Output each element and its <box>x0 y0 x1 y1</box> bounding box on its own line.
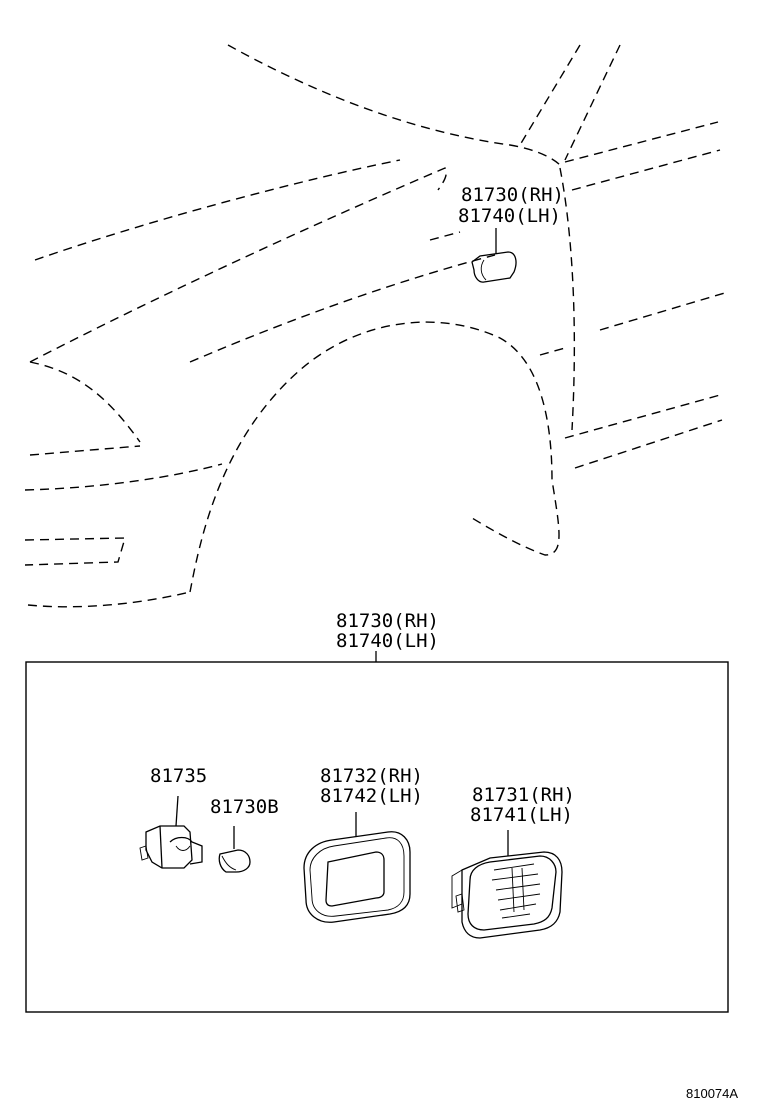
assembly-frame <box>25 661 729 1013</box>
illustration-code: 810074A <box>686 1086 738 1101</box>
socket-leader-line <box>175 795 179 827</box>
fender-callout-lh: 81740(LH) <box>458 205 561 227</box>
socket-part <box>139 825 203 869</box>
fender-side-marker <box>471 228 517 283</box>
vehicle-outline <box>24 44 729 608</box>
lens-part <box>451 851 563 939</box>
assembly-callout-rh: 81730(RH) <box>336 610 439 632</box>
bulb-part-label: 81730B <box>210 796 279 818</box>
gasket-part <box>303 831 411 923</box>
socket-part-label: 81735 <box>150 765 207 787</box>
gasket-part-label-rh: 81732(RH) <box>320 765 423 787</box>
fender-callout-rh: 81730(RH) <box>461 184 564 206</box>
lens-part-label-lh: 81741(LH) <box>470 804 573 826</box>
assembly-callout-lh: 81740(LH) <box>336 630 439 652</box>
gasket-part-label-lh: 81742(LH) <box>320 785 423 807</box>
bulb-part <box>218 849 251 873</box>
lens-part-label-rh: 81731(RH) <box>472 784 575 806</box>
